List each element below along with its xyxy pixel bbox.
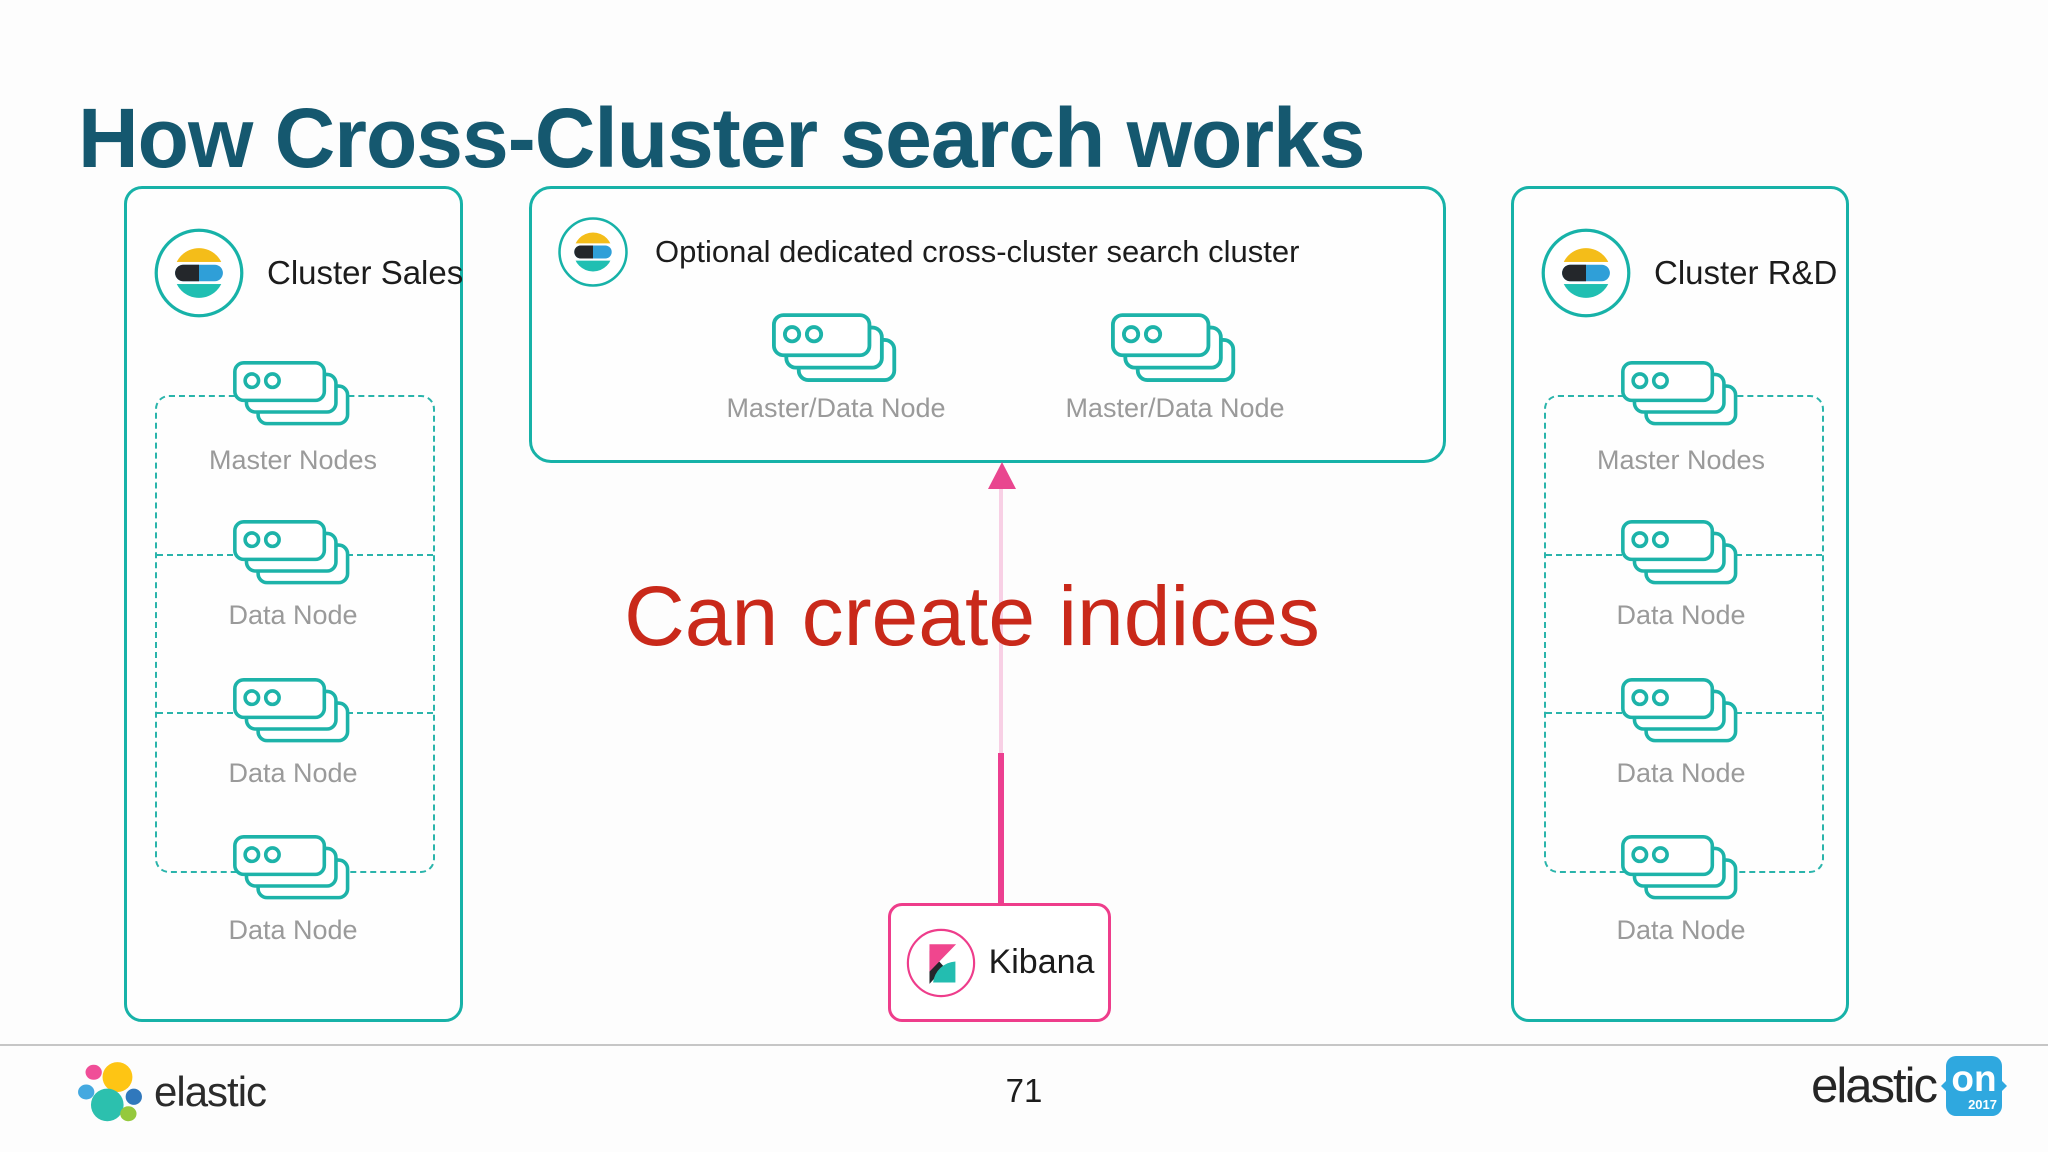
cross-cluster-search-box: Optional dedicated cross-cluster search … xyxy=(529,186,1446,463)
arrow-line-lower xyxy=(998,753,1004,904)
node-label: Data Node xyxy=(228,600,358,630)
node-label: Data Node xyxy=(1616,758,1746,788)
server-stack-icon xyxy=(1621,678,1741,746)
server-stack-icon xyxy=(1621,835,1741,903)
node-label: Data Node xyxy=(228,758,358,788)
server-stack-icon xyxy=(1621,520,1741,588)
annotation-can-create-indices: Can create indices xyxy=(624,569,1320,663)
cluster-sales-box: Cluster Sales Master Nodes Data Node Dat… xyxy=(124,186,463,1022)
cluster-rnd-header: Cluster R&D xyxy=(1540,227,1837,319)
badge-year: 2017 xyxy=(1968,1097,1997,1112)
cluster-rnd-box: Cluster R&D Master Nodes Data Node Data … xyxy=(1511,186,1849,1022)
cluster-rnd-label: Cluster R&D xyxy=(1654,254,1838,291)
node-label: Master Nodes xyxy=(1596,445,1766,475)
slide-title: How Cross-Cluster search works xyxy=(78,91,1365,186)
elastic-wordmark: elastic xyxy=(154,1068,267,1115)
cluster-sales-label: Cluster Sales xyxy=(267,254,464,291)
badge-on-text: on xyxy=(1951,1058,1997,1099)
server-stack-icon xyxy=(233,678,353,746)
badge-left-tab xyxy=(1941,1080,1947,1092)
server-stack-icon xyxy=(1621,361,1741,429)
kibana-label: Kibana xyxy=(988,943,1095,981)
server-stack-icon xyxy=(1111,313,1239,386)
node-label: Data Node xyxy=(1616,600,1746,630)
page-number: 71 xyxy=(1005,1072,1043,1109)
cluster-sales-header: Cluster Sales xyxy=(153,227,463,319)
elasticsearch-logo-icon xyxy=(153,227,245,319)
footer-divider xyxy=(0,1044,2048,1046)
server-stack-icon xyxy=(233,835,353,903)
arrow-up-icon xyxy=(988,462,1016,489)
elasticsearch-logo-icon xyxy=(1540,227,1632,319)
cross-cluster-label: Optional dedicated cross-cluster search … xyxy=(655,234,1300,269)
node-label: Master/Data Node xyxy=(1065,393,1285,423)
kibana-logo-icon xyxy=(905,927,977,999)
elasticsearch-logo-icon xyxy=(557,216,629,288)
node-label: Data Node xyxy=(228,915,358,945)
cross-cluster-header: Optional dedicated cross-cluster search … xyxy=(557,216,1299,288)
badge-right-tab xyxy=(2001,1080,2007,1092)
server-stack-icon xyxy=(233,520,353,588)
footer-brand: elastic xyxy=(76,1058,267,1126)
event-wordmark: elastic xyxy=(1811,1059,1938,1113)
server-stack-icon xyxy=(772,313,900,386)
arrow-line-upper xyxy=(999,487,1003,753)
elasticon-badge: on 2017 xyxy=(1941,1056,2007,1116)
kibana-box: Kibana xyxy=(888,903,1111,1022)
event-logo: elastic on 2017 xyxy=(1811,1056,2007,1116)
node-label: Master Nodes xyxy=(208,445,378,475)
node-label: Data Node xyxy=(1616,915,1746,945)
node-label: Master/Data Node xyxy=(726,393,946,423)
server-stack-icon xyxy=(233,361,353,429)
